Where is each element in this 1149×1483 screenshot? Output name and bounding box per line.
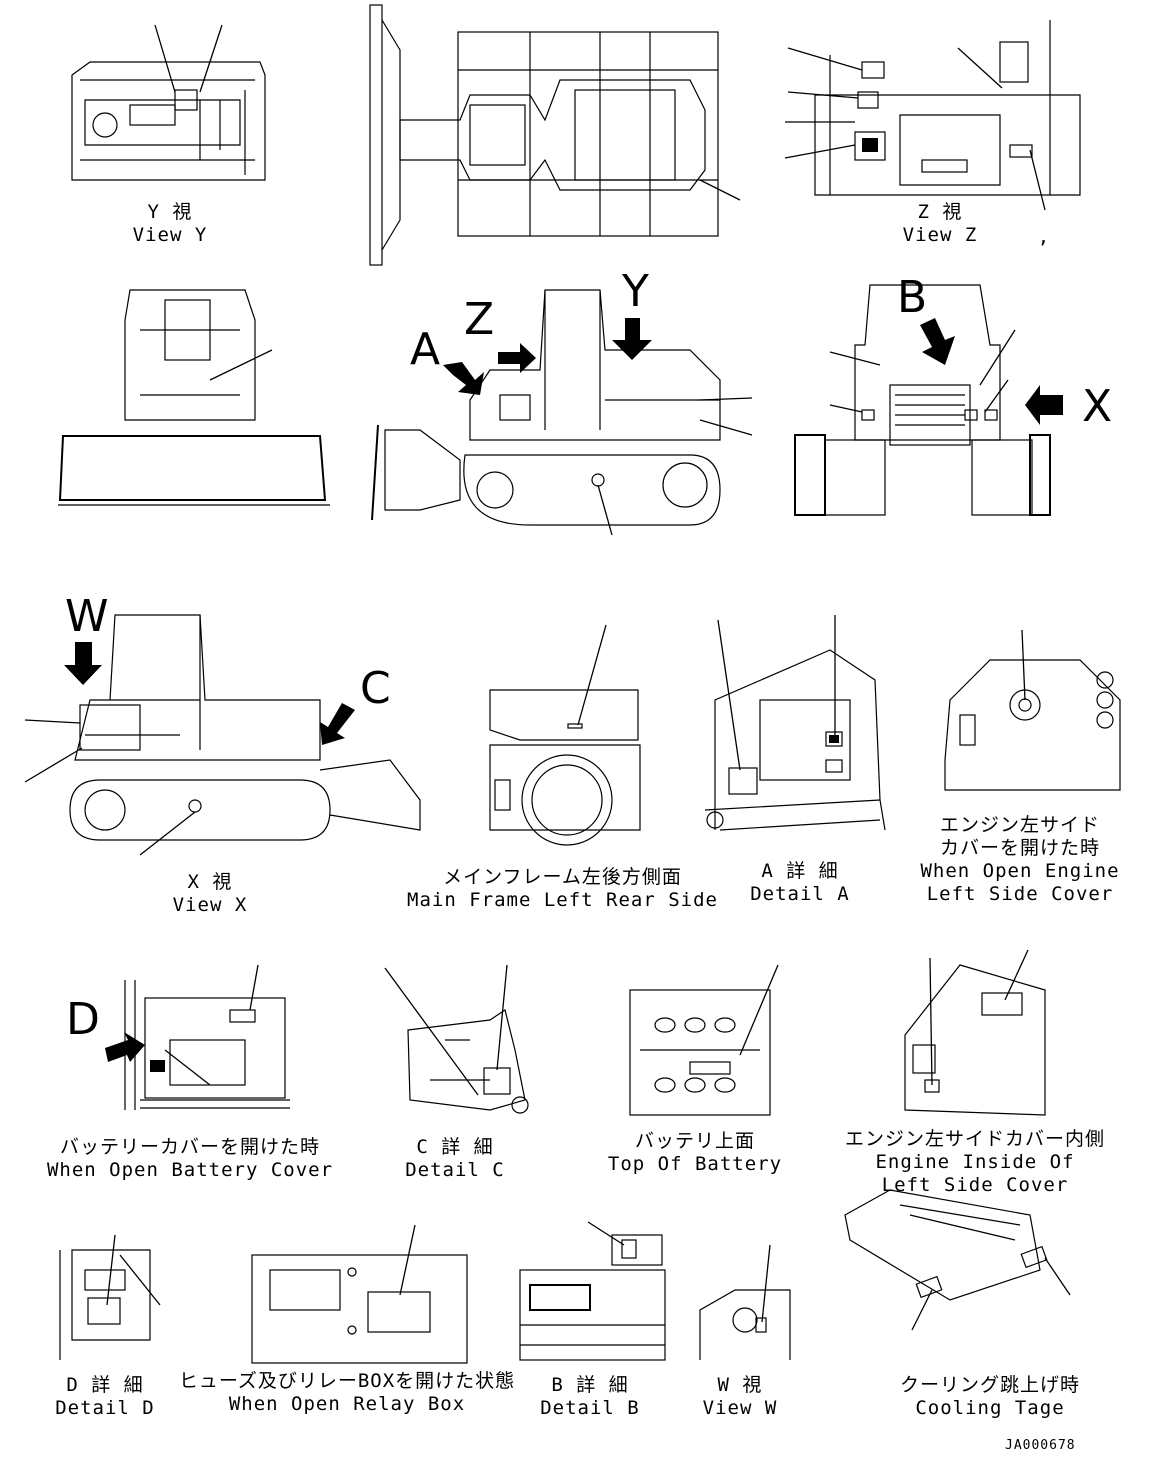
caption-cooling: クーリング跳上げ時 Cooling Tage xyxy=(880,1374,1100,1420)
caption-battery-cover: バッテリーカバーを開けた時 When Open Battery Cover xyxy=(40,1136,340,1182)
battery-cover-drawing xyxy=(124,964,290,1110)
engine-cover-open-drawing xyxy=(944,629,1121,791)
caption-jp: B 詳 細 xyxy=(551,1374,629,1396)
view-letter-d: D xyxy=(66,994,100,1045)
caption-engine-cover-open: エンジン左サイド カバーを開けた時 When Open Engine Left … xyxy=(915,814,1125,906)
relay-box-drawing xyxy=(251,1224,468,1364)
caption-jp: C 詳 細 xyxy=(416,1136,494,1158)
caption-view-w: W 視 View W xyxy=(690,1374,790,1420)
caption-en: Cooling Tage xyxy=(915,1397,1065,1419)
view-letter-w: W xyxy=(65,591,109,642)
detail-a-drawing xyxy=(704,615,886,831)
view-y-drawing xyxy=(71,24,266,181)
front-view-drawing xyxy=(58,289,330,506)
view-letter-a: A xyxy=(410,324,441,375)
caption-en: Left Side Cover xyxy=(926,883,1114,905)
caption-en: View Z xyxy=(902,224,978,246)
caption-en: Main Frame Left Rear Side xyxy=(407,889,718,911)
caption-jp: Y 視 xyxy=(147,201,193,223)
caption-en: Engine Inside Of xyxy=(875,1151,1075,1173)
caption-en: Detail C xyxy=(405,1159,505,1181)
view-letter-x: X xyxy=(1082,381,1113,432)
caption-detail-b: B 詳 細 Detail B xyxy=(530,1374,650,1420)
caption-relay-box: ヒューズ及びリレーBOXを開けた状態 When Open Relay Box xyxy=(172,1370,522,1416)
main-frame-drawing xyxy=(489,624,641,846)
caption-jp: ヒューズ及びリレーBOXを開けた状態 xyxy=(178,1370,516,1392)
view-w-drawing xyxy=(699,1244,791,1360)
engine-inside-drawing xyxy=(904,949,1046,1116)
caption-jp: メインフレーム左後方側面 xyxy=(443,866,682,888)
caption-top-of-battery: バッテリ上面 Top Of Battery xyxy=(600,1130,790,1176)
view-z-drawing xyxy=(784,20,1081,211)
caption-jp: Z 視 xyxy=(917,201,963,223)
caption-jp: バッテリーカバーを開けた時 xyxy=(59,1136,320,1158)
top-view-drawing xyxy=(369,4,741,266)
view-x-drawing xyxy=(24,614,421,856)
drawing-code: JA000678 xyxy=(1005,1438,1076,1453)
caption-en: Detail B xyxy=(540,1397,640,1419)
caption-view-y: Y 視 View Y xyxy=(110,201,230,247)
view-letter-c: C xyxy=(360,663,391,714)
caption-jp: D 詳 細 xyxy=(66,1374,144,1396)
caption-en: When Open Engine xyxy=(920,860,1120,882)
detail-d-drawing xyxy=(59,1234,161,1360)
caption-en: Top Of Battery xyxy=(607,1153,783,1175)
caption-engine-inside: エンジン左サイドカバー内側 Engine Inside Of Left Side… xyxy=(845,1128,1105,1197)
rear-view-drawing xyxy=(794,284,1051,516)
caption-en: View Y xyxy=(132,224,208,246)
caption-en: Detail A xyxy=(750,883,850,905)
caption-en: When Open Relay Box xyxy=(228,1393,466,1415)
top-of-battery-drawing xyxy=(629,964,779,1116)
caption-jp: エンジン左サイドカバー内側 xyxy=(845,1128,1106,1150)
detail-c-drawing xyxy=(384,964,529,1114)
side-view-drawing xyxy=(371,289,753,536)
caption-jp: A 詳 細 xyxy=(761,860,839,882)
caption-view-x: X 視 View X xyxy=(150,871,270,917)
caption-en: Left Side Cover xyxy=(881,1174,1069,1196)
cooling-drawing xyxy=(844,1189,1071,1331)
caption-en: When Open Battery Cover xyxy=(46,1159,334,1181)
caption-detail-d: D 詳 細 Detail D xyxy=(45,1374,165,1420)
caption-en: View W xyxy=(702,1397,778,1419)
caption-jp: X 視 xyxy=(187,871,233,893)
caption-main-frame: メインフレーム左後方側面 Main Frame Left Rear Side xyxy=(400,866,725,912)
caption-jp: エンジン左サイド xyxy=(939,814,1100,836)
caption-detail-c: C 詳 細 Detail C xyxy=(395,1136,515,1182)
stray-mark: , xyxy=(1037,226,1051,248)
caption-en: View X xyxy=(172,894,248,916)
caption-jp: クーリング跳上げ時 xyxy=(899,1374,1080,1396)
caption-view-z: Z 視 View Z xyxy=(880,201,1000,247)
detail-b-drawing xyxy=(519,1221,666,1361)
caption-jp: W 視 xyxy=(717,1374,763,1396)
caption-en: Detail D xyxy=(55,1397,155,1419)
view-letter-b: B xyxy=(897,272,928,323)
view-letter-y: Y xyxy=(622,266,649,317)
caption-jp: バッテリ上面 xyxy=(634,1130,755,1152)
caption-jp: カバーを開けた時 xyxy=(939,837,1100,859)
view-letter-z: Z xyxy=(464,294,495,345)
caption-detail-a: A 詳 細 Detail A xyxy=(740,860,860,906)
